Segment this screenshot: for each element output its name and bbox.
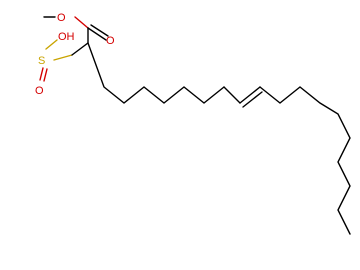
alkyl-chain-lower	[259, 86, 351, 235]
sulfonyl-sulfur-label: S	[38, 55, 45, 67]
bond-sulfur-hydroxyl	[45, 39, 58, 50]
bond-carbonyl-double-1	[87, 27, 107, 41]
bond-alkene-single-1	[223, 86, 241, 104]
bond-alkene-double-b	[242, 91, 263, 108]
hydroxyl-label: OH	[58, 31, 75, 43]
bond-sulfonyl-oxygen-double-1	[39, 67, 44, 81]
bond-carbonyl-double-2	[90, 24, 109, 37]
ester-carbonyl-oxygen-label: O	[106, 35, 115, 47]
bond-sulfur-c2	[53, 54, 73, 61]
bond-ester-oxygen-carbon	[74, 16, 89, 29]
sulfonyl-oxygen-label: O	[35, 85, 44, 97]
ester-ether-oxygen-label: O	[57, 12, 66, 24]
alkyl-chain-upper	[71, 41, 225, 104]
bond-sulfonyl-oxygen-double-2	[43, 68, 48, 82]
bond-alkene-double-a	[239, 86, 261, 104]
